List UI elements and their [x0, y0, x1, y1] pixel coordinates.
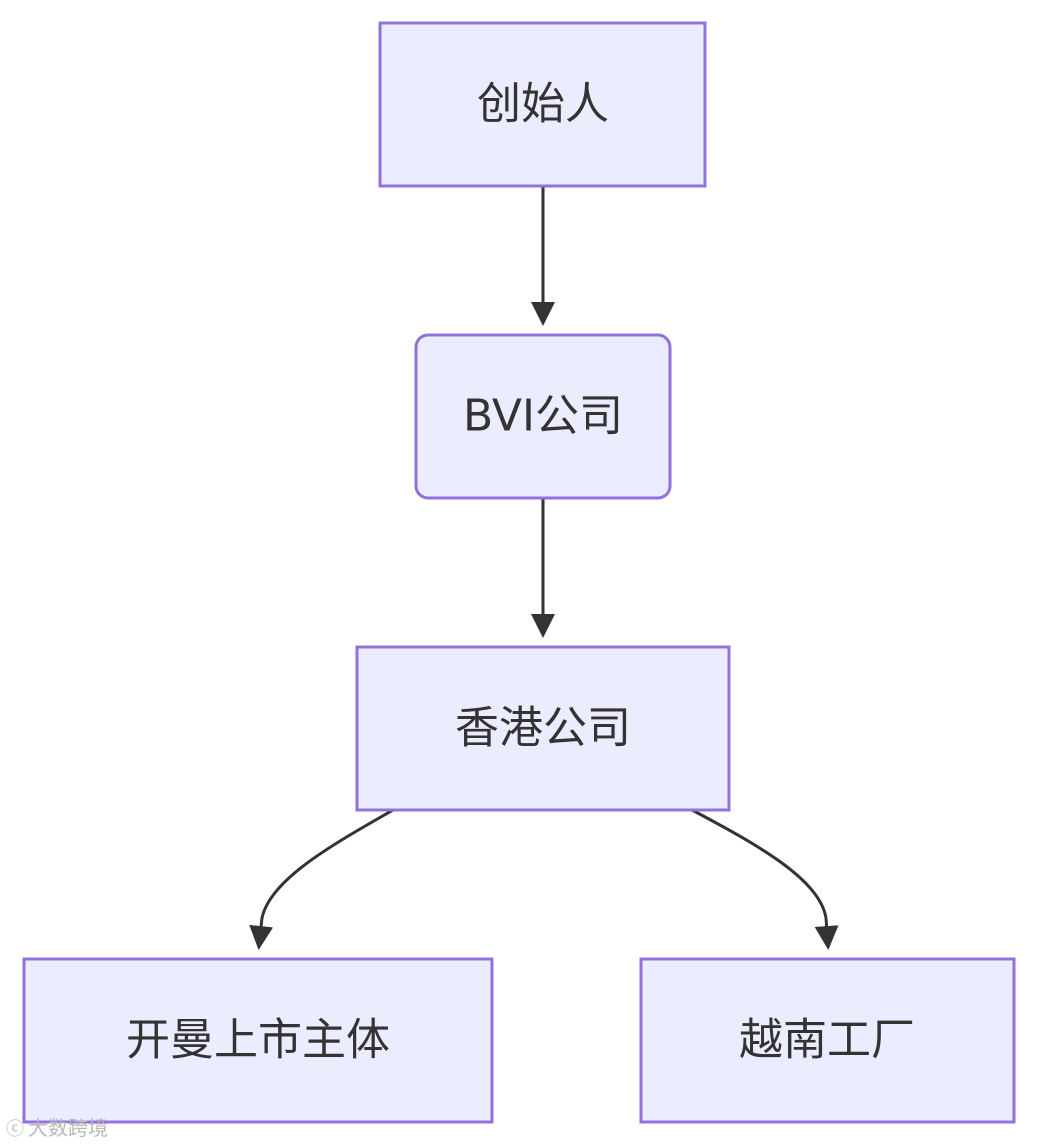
node-listed[interactable]: 开曼上市主体 [22, 957, 494, 1124]
node-founder[interactable]: 创始人 [378, 21, 707, 188]
node-label: 香港公司 [455, 703, 631, 754]
node-bvi[interactable]: BVI公司 [414, 333, 672, 500]
node-label: 开曼上市主体 [126, 1015, 390, 1066]
node-factory[interactable]: 越南工厂 [639, 957, 1016, 1124]
node-label: 越南工厂 [739, 1015, 915, 1066]
edge-hk-to-listed [249, 808, 394, 950]
watermark-text: 大数跨境 [28, 1116, 108, 1140]
node-label: BVI公司 [463, 391, 623, 442]
node-hk[interactable]: 香港公司 [355, 645, 731, 812]
node-label: 创始人 [477, 79, 609, 130]
watermark-logo-icon: ⓒ [6, 1119, 24, 1140]
edge-hk-to-factory [691, 808, 839, 950]
